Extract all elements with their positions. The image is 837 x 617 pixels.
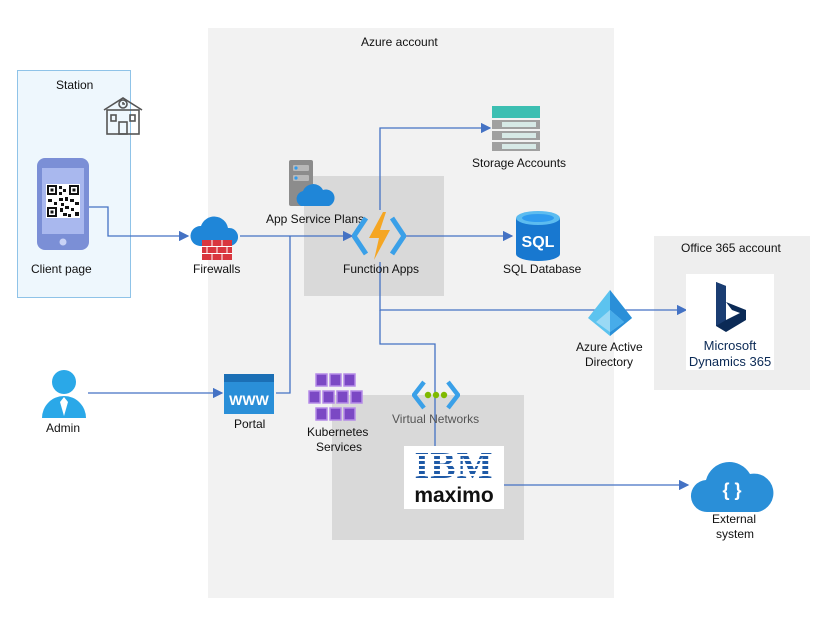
virtual-networks-label: Virtual Networks [392, 412, 480, 426]
app-service-plan-icon[interactable] [287, 158, 335, 210]
wire-portal-to-function-apps [276, 236, 291, 394]
external-label-line1: External [712, 512, 757, 526]
admin-user-icon[interactable] [40, 368, 88, 420]
azure-ad-label-line2: Directory [585, 355, 634, 369]
portal-www-icon[interactable]: WWW [222, 372, 276, 416]
admin-label: Admin [46, 421, 81, 435]
app-service-plans-label: App Service Plans [266, 212, 365, 226]
dynamics-365-card[interactable]: Microsoft Dynamics 365 [686, 274, 774, 370]
www-glyph: WWW [229, 392, 269, 408]
maximo-logo-text: maximo [414, 484, 494, 507]
function-app-bolt-icon[interactable] [352, 210, 406, 262]
sql-glyph: SQL [522, 234, 555, 251]
braces-glyph: { } [722, 480, 741, 500]
portal-label: Portal [234, 417, 266, 431]
wire-client-to-firewalls [88, 206, 190, 242]
dynamics-logo-icon [716, 282, 746, 332]
ibm-maximo-logo[interactable]: IBM maximo [404, 446, 504, 509]
client-page-label: Client page [31, 262, 92, 276]
sql-database-icon[interactable]: SQL [514, 210, 562, 262]
virtual-network-icon[interactable] [412, 378, 460, 412]
office-365-title: Office 365 account [681, 241, 781, 255]
ibm-logo-text: IBM [404, 446, 504, 486]
storage-account-icon[interactable] [490, 104, 542, 152]
sql-database-label: SQL Database [503, 262, 582, 276]
azure-ad-label-line1: Azure Active [576, 340, 643, 354]
station-title: Station [56, 78, 94, 92]
azure-ad-pyramid-icon[interactable] [586, 288, 634, 338]
external-system-cloud-icon[interactable]: { } [688, 456, 780, 514]
wire-function-to-storage [379, 122, 492, 210]
firewall-cloud-icon[interactable] [188, 210, 242, 262]
function-apps-label: Function Apps [343, 262, 420, 276]
storage-accounts-label: Storage Accounts [472, 156, 567, 170]
phone-qr-icon[interactable] [35, 156, 91, 252]
firewalls-label: Firewalls [193, 262, 241, 276]
station-zone [17, 70, 131, 298]
kubernetes-label-line2: Services [316, 440, 363, 454]
kubernetes-services-icon[interactable] [306, 372, 364, 424]
kubernetes-label-line1: Kubernetes [307, 425, 369, 439]
building-icon [103, 97, 143, 135]
dynamics-label-line2: Dynamics 365 [688, 354, 772, 369]
dynamics-label-line1: Microsoft [703, 338, 757, 353]
external-label-line2: system [716, 527, 755, 541]
azure-account-title: Azure account [361, 35, 438, 49]
